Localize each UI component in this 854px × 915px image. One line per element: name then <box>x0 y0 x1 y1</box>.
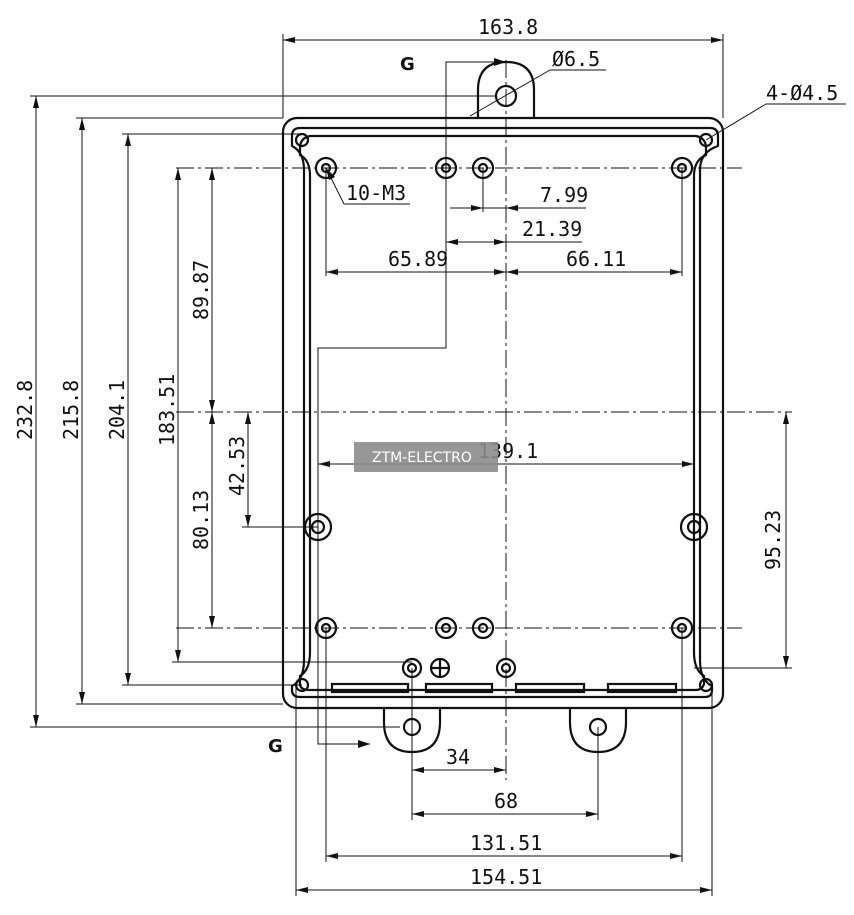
label-21-39: 21.39 <box>522 217 582 241</box>
label-42-53: 42.53 <box>225 436 249 496</box>
label-89-87: 89.87 <box>189 260 213 320</box>
label-154-51: 154.51 <box>470 865 542 889</box>
dim-7-99 <box>450 168 586 212</box>
dim-42-53 <box>242 412 318 528</box>
dim-215-8 <box>76 117 283 705</box>
label-215-8: 215.8 <box>59 380 83 440</box>
dim-screw-holes-leader <box>325 167 410 205</box>
dim-21-39 <box>445 168 582 246</box>
enclosure-body <box>281 116 725 710</box>
section-line <box>317 58 506 748</box>
dim-68 <box>412 727 599 820</box>
label-80-13: 80.13 <box>189 490 213 550</box>
dim-hole-diameter-leader <box>469 69 606 117</box>
watermark-text: ZTM-ELECTRO <box>372 450 472 466</box>
section-mark-bottom: G <box>268 736 283 757</box>
label-232-8: 232.8 <box>13 380 37 440</box>
label-65-89: 65.89 <box>388 247 448 271</box>
label-hole-diameter: Ø6.5 <box>552 47 600 71</box>
dim-232-8 <box>30 95 496 728</box>
dim-34 <box>411 668 506 820</box>
dim-89-87 <box>209 168 215 412</box>
label-183-51: 183.51 <box>155 374 179 446</box>
screw-bosses <box>314 156 694 679</box>
dim-95-23 <box>694 412 792 669</box>
label-204-1: 204.1 <box>105 380 129 440</box>
dim-204-1 <box>122 133 302 686</box>
ground-symbol-icon <box>429 657 451 679</box>
dim-183-51 <box>172 168 412 663</box>
dim-corner-holes-leader <box>705 103 846 141</box>
label-7-99: 7.99 <box>540 183 588 207</box>
dim-131-51 <box>325 628 683 862</box>
label-overall-width: 163.8 <box>478 15 538 39</box>
center-lines <box>176 60 792 780</box>
label-131-51: 131.51 <box>470 831 542 855</box>
label-95-23: 95.23 <box>761 510 785 570</box>
label-68: 68 <box>494 789 518 813</box>
section-mark-top: G <box>400 54 415 75</box>
label-66-11: 66.11 <box>566 247 626 271</box>
bottom-slots <box>330 682 678 694</box>
dim-65-89-66-11 <box>325 168 683 276</box>
dim-154-51 <box>295 685 713 896</box>
dim-80-13 <box>209 412 215 628</box>
watermark: ZTM-ELECTRO <box>354 442 498 472</box>
label-34: 34 <box>446 745 470 769</box>
label-corner-holes: 4-Ø4.5 <box>766 81 838 105</box>
label-screw-holes: 10-M3 <box>346 181 406 205</box>
dim-overall-width <box>282 34 724 118</box>
